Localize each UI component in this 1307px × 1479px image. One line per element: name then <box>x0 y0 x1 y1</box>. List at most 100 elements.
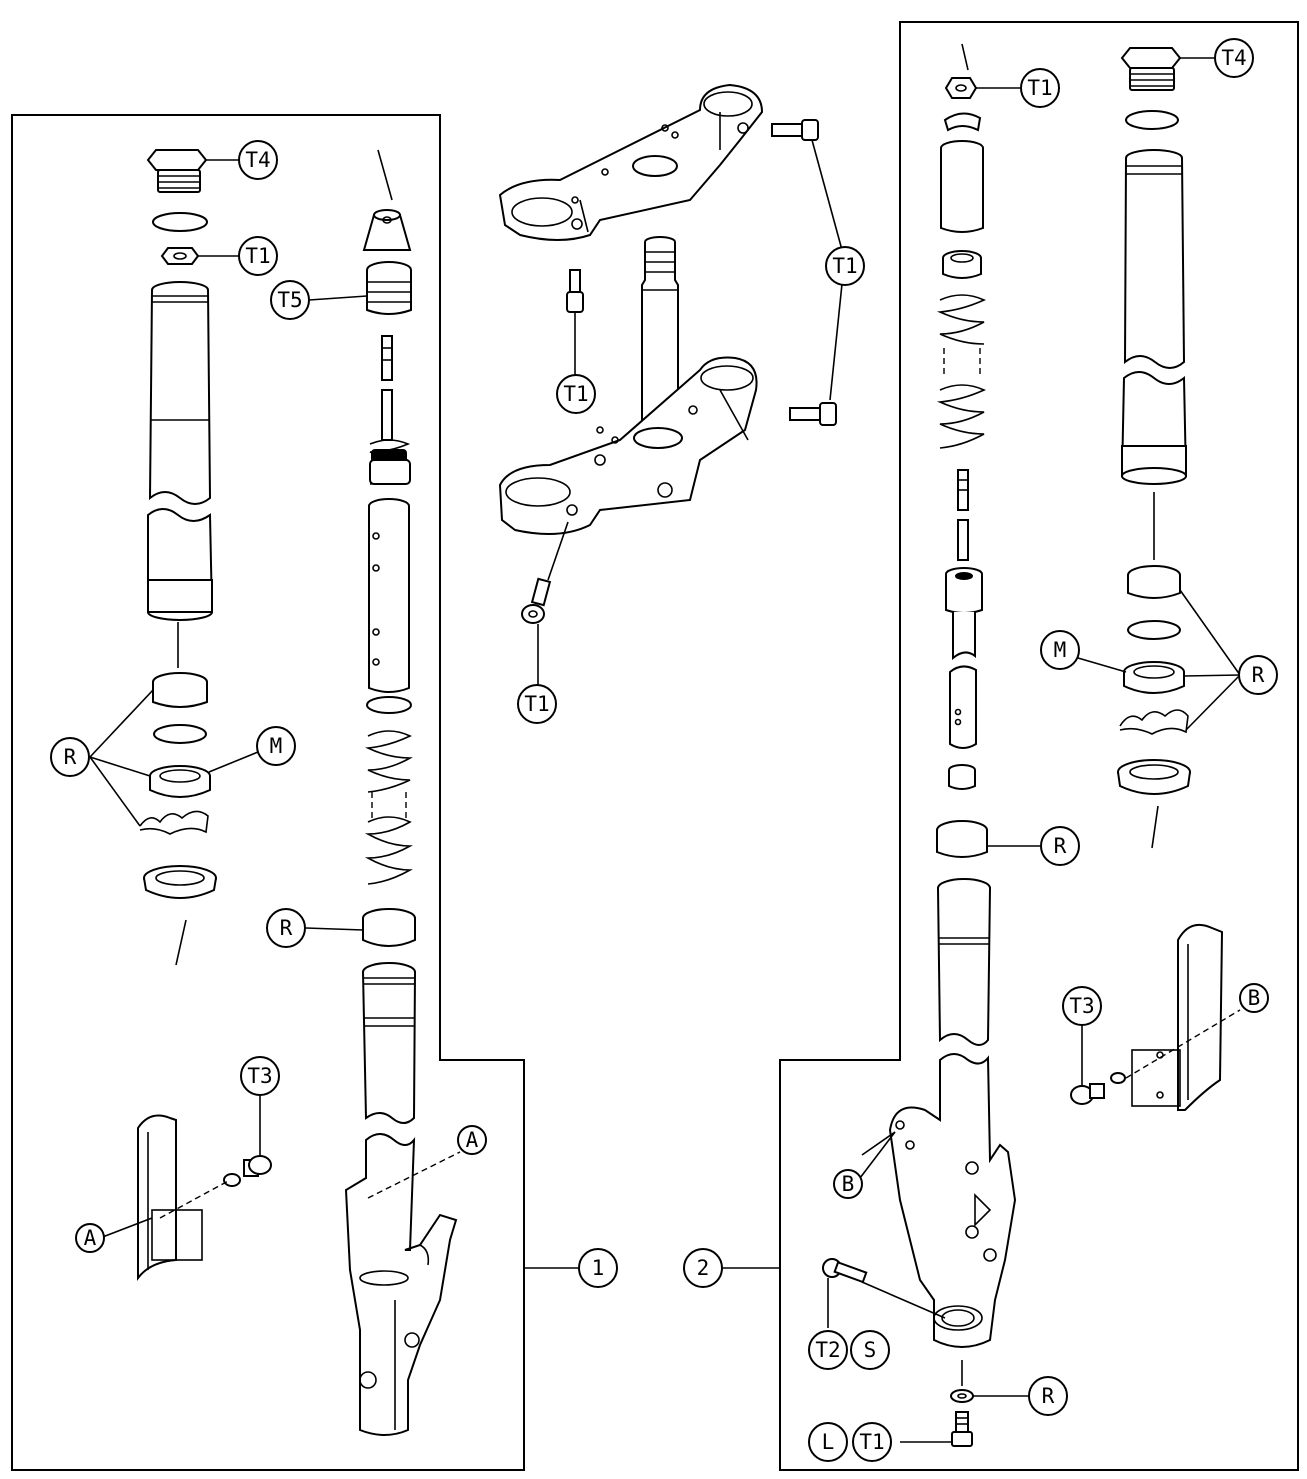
steering-stem <box>641 236 679 425</box>
right-spring-seat <box>942 250 982 279</box>
callout-right-r-inner: R <box>1040 826 1080 866</box>
callout-right-b-leg: B <box>833 1169 863 1199</box>
left-locknut <box>160 247 200 265</box>
svg-text:R: R <box>1042 1384 1055 1408</box>
callout-right-t4: T4 <box>1214 38 1254 78</box>
svg-text:R: R <box>64 745 77 769</box>
callout-stem-t1-lower: T1 <box>517 684 557 724</box>
svg-text:L: L <box>822 1430 835 1454</box>
svg-text:R: R <box>1252 663 1265 687</box>
svg-text:T3: T3 <box>247 1064 272 1088</box>
right-outer-tube-upper <box>1123 149 1186 369</box>
right-dust-seal <box>1117 759 1191 795</box>
right-spacer <box>940 140 984 233</box>
right-fork-spring <box>936 294 986 449</box>
callout-right-l: L <box>808 1422 848 1462</box>
callout-left-t5: T5 <box>270 280 310 320</box>
callout-stem-t1-left: T1 <box>556 374 596 414</box>
right-inner-bushing <box>936 820 988 858</box>
callout-right-t1-drain: T1 <box>852 1422 892 1462</box>
callout-right-t2: T2 <box>808 1330 848 1370</box>
right-washer <box>1127 620 1181 640</box>
right-outer-fork-leg <box>888 1053 1017 1348</box>
svg-text:T3: T3 <box>1069 994 1094 1018</box>
svg-text:A: A <box>466 1128 479 1152</box>
right-locknut <box>944 77 978 99</box>
right-guard-bolt <box>1070 1072 1126 1105</box>
right-fork-guard <box>1131 924 1224 1111</box>
right-oil-seal <box>1123 661 1185 694</box>
svg-text:2: 2 <box>697 1256 710 1280</box>
svg-text:B: B <box>1248 986 1261 1010</box>
left-rebound-spring <box>369 439 411 485</box>
left-inner-tube <box>362 962 416 1124</box>
svg-text:T1: T1 <box>563 382 588 406</box>
right-drain-washer <box>950 1389 974 1403</box>
svg-text:B: B <box>842 1172 855 1196</box>
svg-text:T5: T5 <box>277 288 302 312</box>
left-washer <box>153 724 207 744</box>
callout-right-m: M <box>1040 630 1080 670</box>
callout-2: 2 <box>683 1248 723 1288</box>
right-drain-bolt <box>951 1411 973 1447</box>
right-axle-pinch-bolt <box>822 1258 868 1284</box>
callout-right-s: S <box>850 1330 890 1370</box>
callout-1: 1 <box>578 1248 618 1288</box>
svg-text:T4: T4 <box>1221 46 1246 70</box>
upper-bracket <box>498 83 764 241</box>
left-fork-guard <box>137 1114 203 1281</box>
callout-left-r: R <box>50 737 90 777</box>
lower-bracket-pinch-bolt-b <box>521 577 552 624</box>
svg-text:T1: T1 <box>859 1430 884 1454</box>
callout-left-a-leg: A <box>457 1125 487 1155</box>
left-damper-rod <box>381 335 393 441</box>
callout-right-r: R <box>1238 655 1278 695</box>
upper-bracket-pinch-bolt-b <box>566 269 584 313</box>
callout-right-t3: T3 <box>1062 986 1102 1026</box>
callout-left-t1: T1 <box>238 236 278 276</box>
svg-text:S: S <box>864 1338 877 1362</box>
svg-text:1: 1 <box>592 1256 605 1280</box>
left-inner-bushing <box>362 908 416 947</box>
svg-text:T2: T2 <box>815 1338 840 1362</box>
left-oil-seal <box>149 765 211 798</box>
svg-text:T1: T1 <box>1027 76 1052 100</box>
lower-bracket <box>498 356 758 535</box>
right-damper-cylinder <box>949 612 977 749</box>
right-cap-bolt <box>1120 47 1182 91</box>
callout-left-t4: T4 <box>238 140 278 180</box>
right-inner-tube <box>937 878 991 1046</box>
right-fork-frame <box>779 21 1299 1471</box>
left-guard-bolt <box>223 1155 272 1187</box>
callout-left-a-guard: A <box>75 1223 105 1253</box>
left-dust-seal <box>143 865 217 899</box>
svg-text:A: A <box>84 1226 97 1250</box>
right-stopper-ring <box>1119 709 1189 735</box>
svg-text:M: M <box>1054 638 1067 662</box>
left-spring-seat <box>366 696 412 714</box>
svg-text:T1: T1 <box>245 244 270 268</box>
left-spring-seat-collar <box>362 209 412 251</box>
upper-bracket-pinch-bolt-a <box>771 119 819 141</box>
right-o-ring <box>1125 110 1179 130</box>
left-adjuster <box>366 261 412 315</box>
left-fork-frame <box>11 114 525 1471</box>
left-fork-spring <box>364 730 414 885</box>
callout-left-m: M <box>256 726 296 766</box>
left-outer-fork-leg <box>344 1133 458 1436</box>
left-outer-tube-upper <box>148 281 212 505</box>
right-oil-lock-piece <box>948 764 976 790</box>
svg-text:M: M <box>270 734 283 758</box>
svg-text:R: R <box>280 916 293 940</box>
callout-right-t1: T1 <box>1020 68 1060 108</box>
right-slide-bushing <box>1127 565 1181 599</box>
svg-text:R: R <box>1054 834 1067 858</box>
right-damper-piston <box>945 567 983 614</box>
left-cap-bolt <box>146 149 208 193</box>
callout-right-r-drain: R <box>1028 1376 1068 1416</box>
left-damper-cylinder <box>368 498 410 693</box>
svg-text:T1: T1 <box>524 692 549 716</box>
callout-stem-t1-upper: T1 <box>825 246 865 286</box>
left-o-ring <box>152 212 208 232</box>
